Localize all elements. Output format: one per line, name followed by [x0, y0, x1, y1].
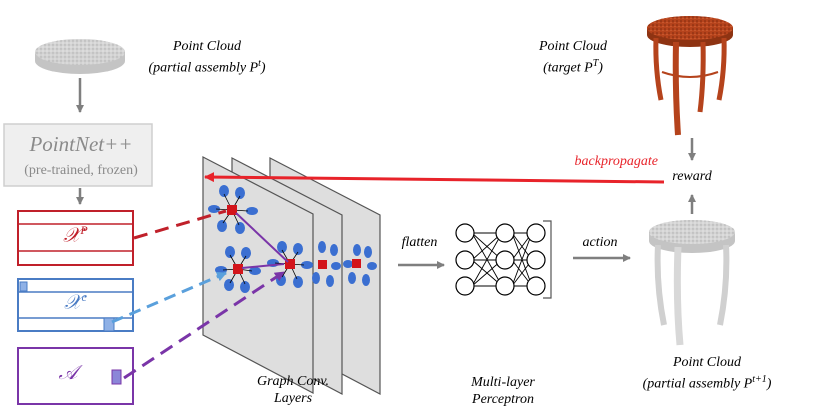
pointnet-subtitle: (pre-trained, frozen) — [24, 163, 138, 178]
dashed-link-a — [123, 270, 285, 380]
label-action: action — [582, 235, 618, 250]
label-pc-next: Point Cloud (partial assembly Pt+1) — [612, 354, 802, 393]
label-mlp-line2: Perceptron — [472, 392, 534, 407]
label-flatten: flatten — [401, 235, 438, 250]
label-pc-target-line2: (target PT) — [543, 58, 603, 76]
label-mlp: Multi-layer Perceptron — [448, 374, 558, 408]
graph-nodes-mid — [312, 241, 341, 287]
symbol-xp: 𝒳P — [63, 223, 88, 247]
graph-nodes-front-left — [215, 246, 261, 293]
graph-nodes-back — [343, 244, 377, 286]
point-cloud-partial-disk — [35, 39, 125, 74]
label-pc-partial: Point Cloud (partial assembly Pt) — [132, 38, 282, 77]
label-reward: reward — [672, 169, 712, 184]
dashed-link-xp — [133, 209, 227, 240]
label-graph-conv-line1: Graph Conv. — [256, 374, 330, 389]
backpropagate-arrow — [204, 172, 665, 184]
label-pc-target-line1: Point Cloud — [538, 39, 608, 54]
pointnet-box — [3, 123, 153, 187]
label-mlp-line1: Multi-layer — [471, 375, 535, 390]
graph-layer-front — [202, 156, 314, 394]
label-pc-next-line2: (partial assembly Pt+1) — [642, 374, 772, 392]
label-graph-conv: Graph Conv. Layers — [238, 373, 348, 407]
label-pc-partial-line2: (partial assembly Pt) — [148, 58, 266, 76]
symbol-xc: 𝒳c — [64, 290, 87, 314]
graph-edge-purple — [235, 212, 289, 263]
feature-box-xp — [17, 210, 134, 266]
feature-box-a — [17, 347, 134, 405]
graph-edge-purple-2 — [241, 263, 285, 269]
symbol-a: 𝒜 — [58, 362, 78, 384]
label-pc-next-line1: Point Cloud — [672, 355, 742, 370]
label-backpropagate: backpropagate — [574, 154, 658, 169]
target-stool — [647, 16, 733, 136]
next-point-cloud-stool — [649, 220, 735, 346]
label-pc-target: Point Cloud (target PT) — [508, 38, 638, 77]
dashed-link-xc — [111, 271, 227, 324]
pointnet-title: PointNet++ — [29, 132, 133, 156]
label-graph-conv-line2: Layers — [273, 391, 313, 406]
label-pc-partial-line1: Point Cloud — [172, 39, 242, 54]
graph-nodes-front-top — [208, 185, 258, 234]
graph-conv-layers — [202, 156, 381, 395]
mlp-network — [455, 220, 552, 299]
